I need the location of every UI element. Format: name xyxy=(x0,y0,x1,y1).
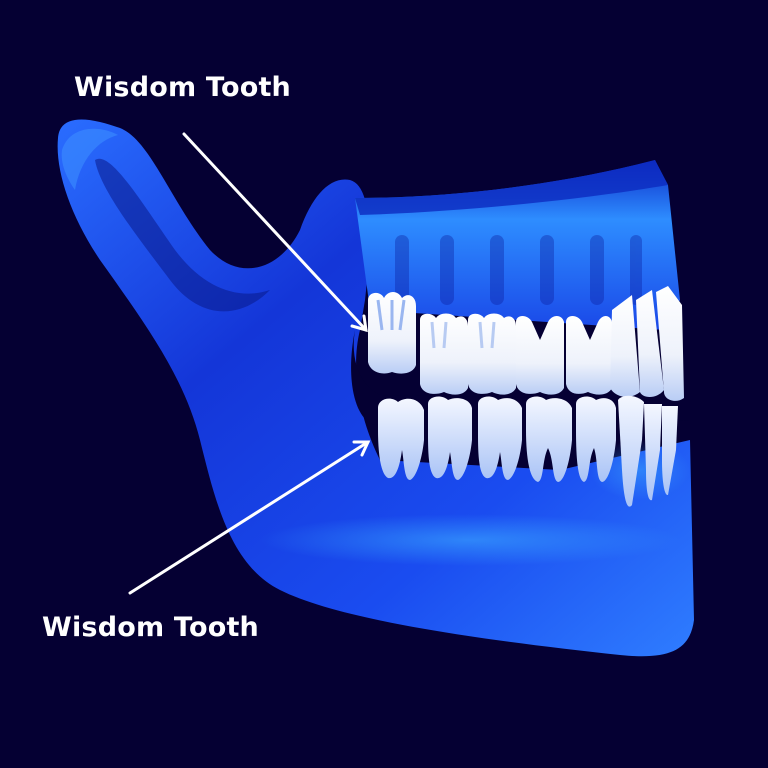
wisdom-tooth-label-top: Wisdom Tooth xyxy=(74,72,291,103)
wisdom-tooth-label-bottom: Wisdom Tooth xyxy=(42,612,259,643)
arrow-bottom xyxy=(128,440,371,595)
lower-wisdom-tooth xyxy=(378,398,424,480)
lower-teeth xyxy=(378,395,678,507)
arrow-top xyxy=(182,132,368,333)
upper-teeth xyxy=(368,286,684,401)
